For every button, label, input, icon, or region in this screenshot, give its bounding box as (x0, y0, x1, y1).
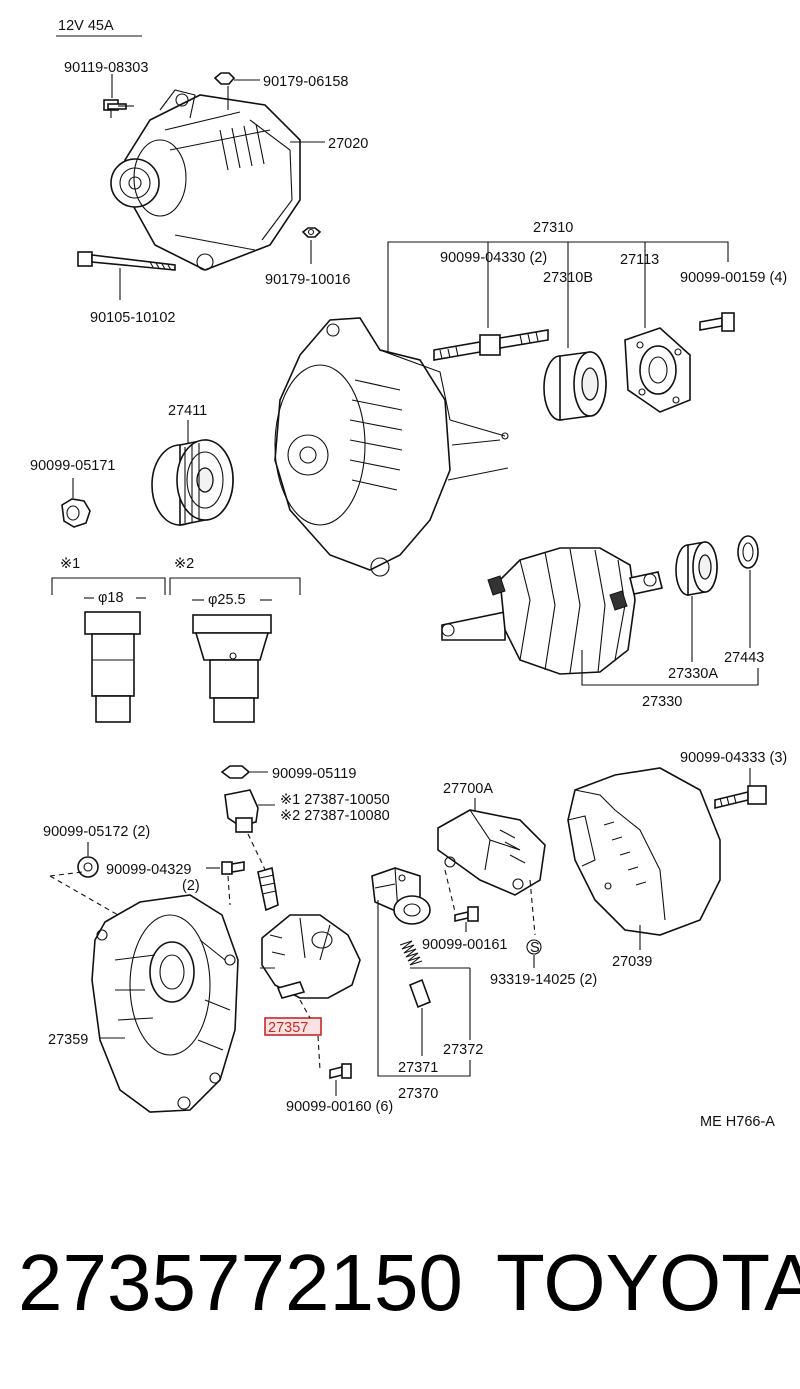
nut-05119 (220, 765, 251, 779)
long-through-bolt (77, 251, 176, 271)
end-cover-drawing (567, 767, 721, 936)
callout-washer-05172: 90099-05172 (2) (43, 824, 150, 840)
callout-drive-frame: 27359 (48, 1032, 88, 1048)
highlight-box (264, 1017, 322, 1036)
callout-bolt-04329: 90099-04329 (106, 862, 191, 878)
callout-rectifier[interactable]: 27357 (268, 1020, 308, 1036)
variant-2-mark: ※2 (174, 556, 194, 572)
callout-bearing-27310b: 27310B (543, 270, 593, 286)
terminal-27387 (224, 789, 259, 833)
screw-00159 (699, 312, 735, 332)
variant-2-dim: φ25.5 (208, 592, 246, 608)
nut-05171 (61, 498, 91, 528)
drive-end-frame-drawing (91, 894, 239, 1113)
regulator-drawing (437, 809, 546, 896)
callout-retainer: 27113 (620, 252, 659, 268)
callout-frame-set: 27310 (533, 220, 573, 236)
callout-brush-holder: 27370 (398, 1086, 438, 1102)
variant-1-mark: ※1 (60, 556, 80, 572)
callout-screw-00161: 90099-00161 (422, 937, 507, 953)
pulley-drawing (151, 439, 234, 526)
terminal-variant-2 (192, 614, 272, 723)
callout-alternator: 27020 (328, 136, 368, 152)
callout-bolt-04329-qty: (2) (182, 878, 200, 894)
brush-holder-drawing (371, 867, 431, 925)
callout-nut-05119: 90099-05119 (272, 766, 356, 782)
callout-brush: 27371 (398, 1060, 438, 1076)
callout-cover: 27039 (612, 954, 652, 970)
brand-name: TOYOTA (496, 1238, 800, 1327)
callout-nut-top: 90179-06158 (263, 74, 348, 90)
bearing-27310b (543, 351, 607, 421)
nut-top (213, 72, 236, 85)
callout-nut-05171: 90099-05171 (30, 458, 115, 474)
bolt-04333 (714, 785, 767, 810)
callout-screw-00160: 90099-00160 (6) (286, 1099, 393, 1115)
bolt-04329 (221, 861, 245, 875)
callout-stud-04330: 90099-04330 (2) (440, 250, 547, 266)
callout-pulley: 27411 (168, 403, 207, 419)
callout-ring-27443: 27443 (724, 650, 764, 666)
spacer-symbol: S (530, 940, 540, 956)
rectifier-drawing (257, 866, 361, 999)
callout-bolts-04333: 90099-04333 (3) (680, 750, 787, 766)
bearing-27330a (675, 541, 718, 596)
callout-spacer-14025: 93319-14025 (2) (490, 972, 597, 988)
screw-00160 (329, 1063, 352, 1080)
callout-regulator: 27700A (443, 781, 493, 797)
spec-label: 12V 45A (58, 18, 114, 34)
callout-bearing-27330a: 27330A (668, 666, 718, 682)
ring-27443 (737, 535, 759, 569)
stud-bolt-04330 (433, 329, 549, 361)
part-number: 2735772150 (18, 1238, 463, 1327)
callout-rotor: 27330 (642, 694, 682, 710)
callout-screw-00159: 90099-00159 (4) (680, 270, 787, 286)
washer-05172 (77, 856, 99, 878)
terminal-variant-1 (84, 611, 141, 723)
spring-drawing (399, 940, 423, 966)
bolt-small-top (103, 99, 134, 118)
callout-spring: 27372 (443, 1042, 483, 1058)
rotor-drawing (441, 547, 663, 675)
spacer-symbol-ring (526, 939, 542, 955)
callout-bolt-top: 90119-08303 (64, 60, 148, 76)
callout-terminal-10050: ※1 27387-10050 (280, 792, 390, 808)
brush-drawing (408, 978, 432, 1009)
diagram-code: ME H766-A (700, 1114, 775, 1130)
variant-1-dim: φ18 (98, 590, 124, 606)
callout-nut-10016: 90179-10016 (265, 272, 350, 288)
screw-00161 (454, 906, 479, 923)
rear-frame-drawing (274, 317, 509, 577)
retainer-plate (624, 327, 691, 413)
callout-terminal-10080: ※2 27387-10080 (280, 808, 390, 824)
alternator-assembly-drawing (110, 89, 301, 271)
callout-bolt-long: 90105-10102 (90, 310, 175, 326)
nut-10016 (301, 227, 322, 238)
